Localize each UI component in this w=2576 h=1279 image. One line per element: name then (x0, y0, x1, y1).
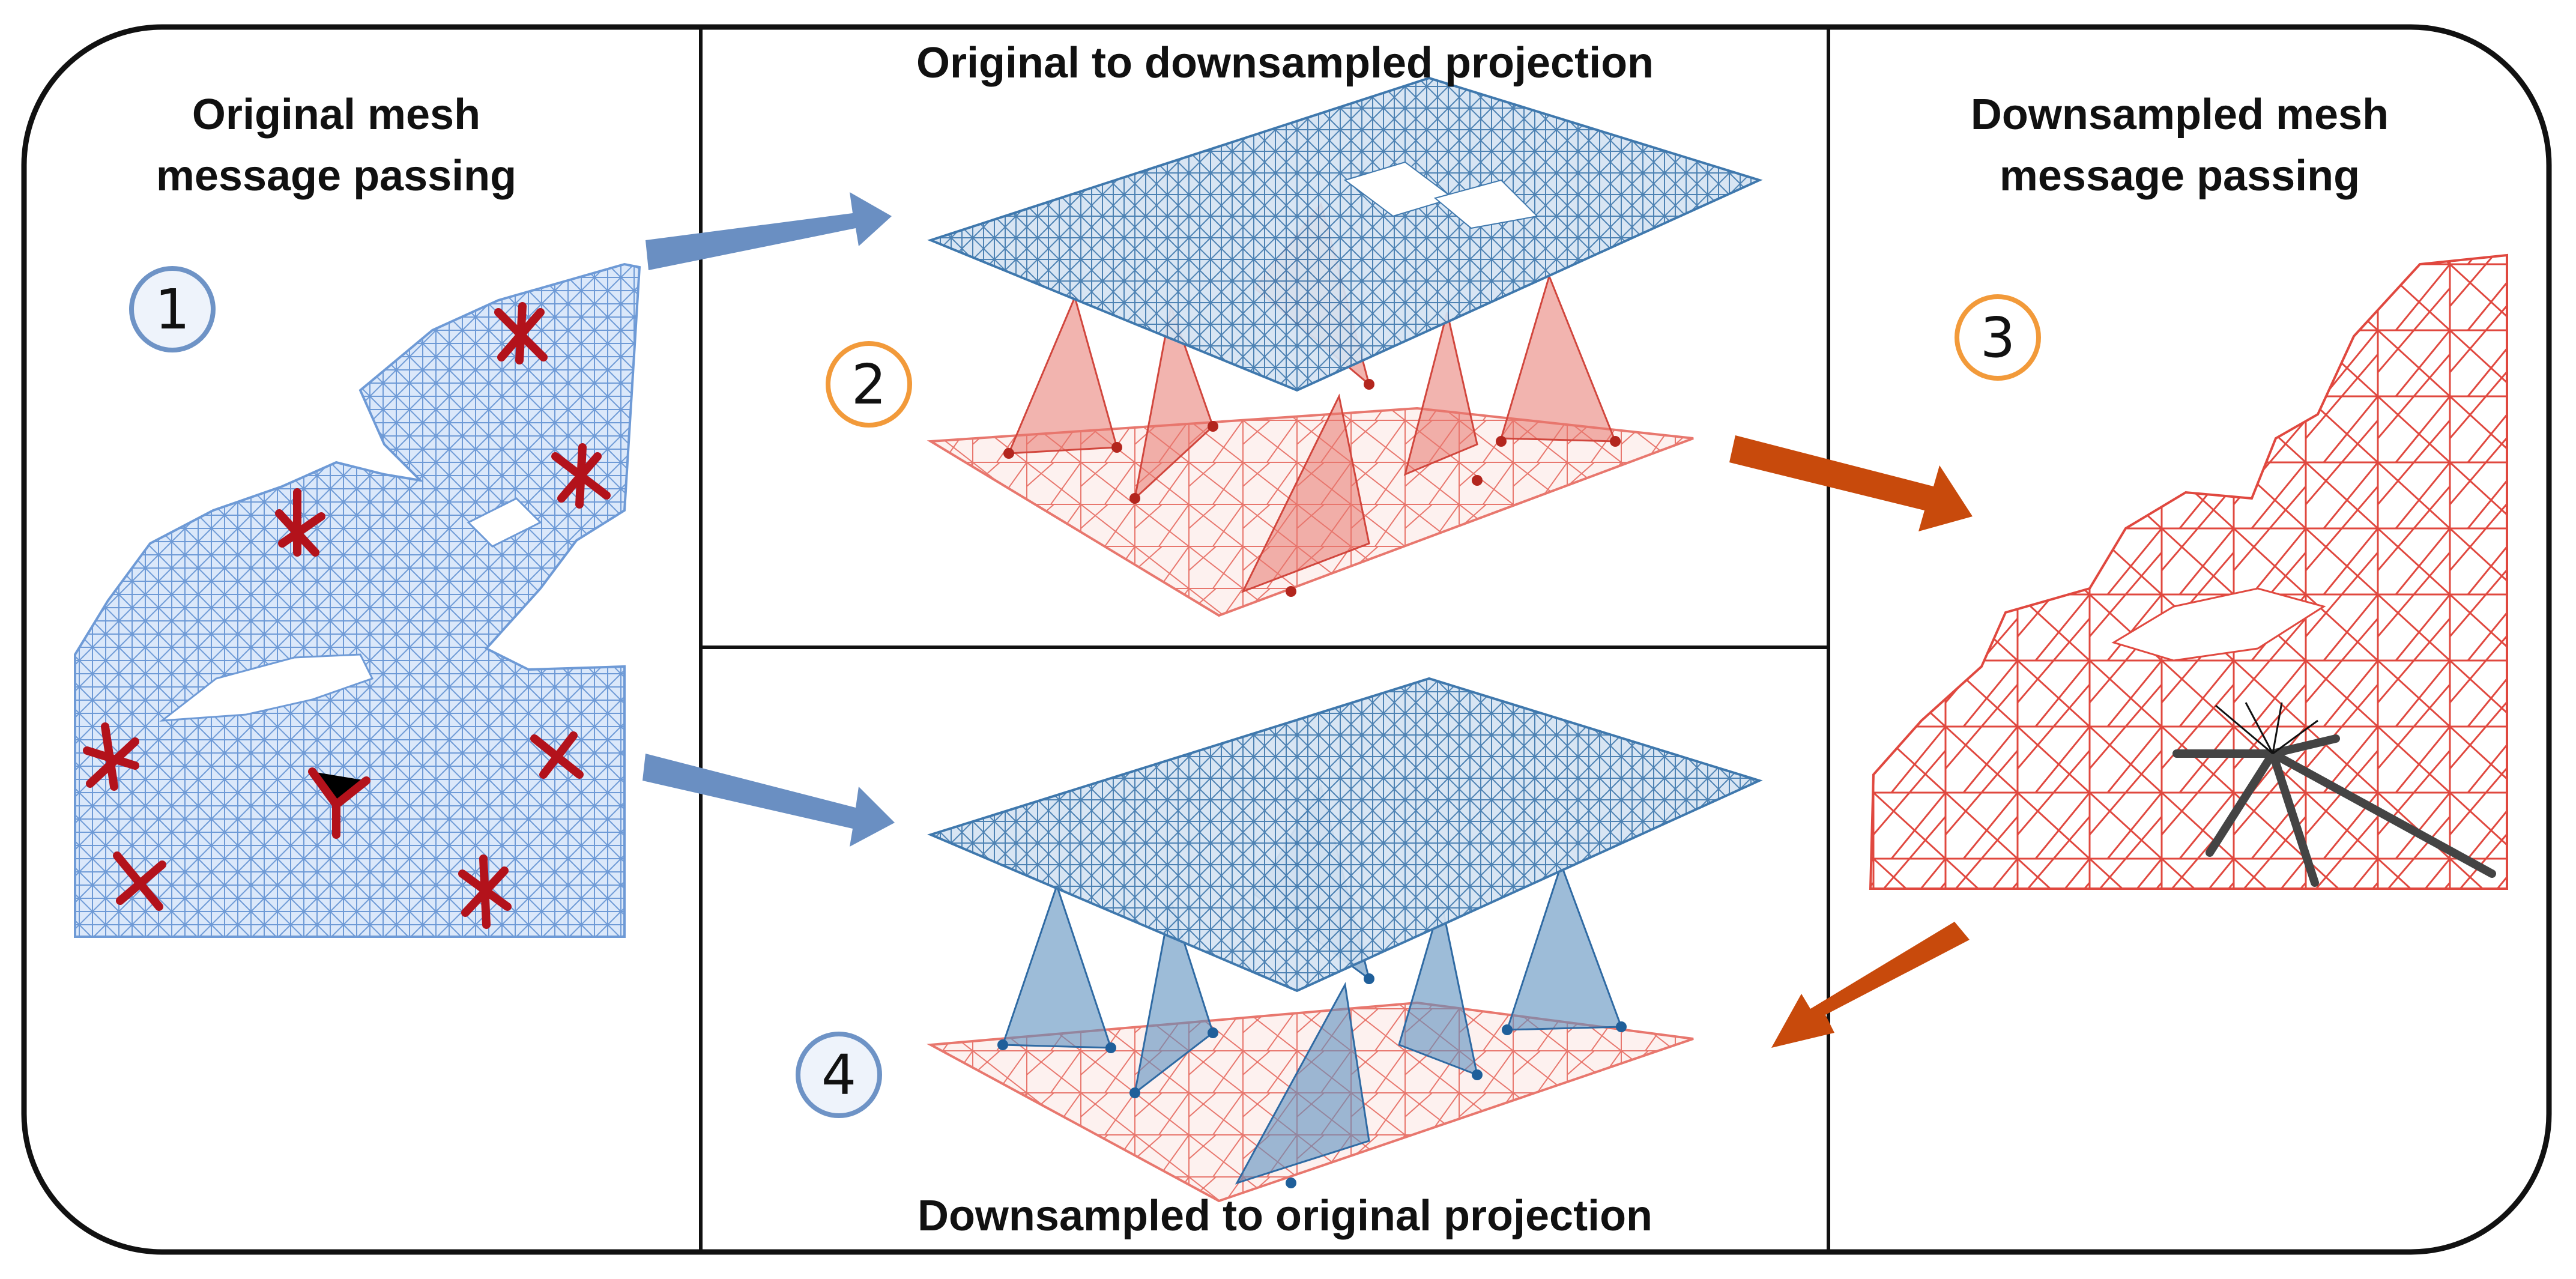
step-1-badge: 1 (129, 266, 216, 352)
projection-original-to-downsampled (927, 76, 1763, 617)
step-2-badge: 2 (826, 341, 912, 428)
blue-arrow-right-icon (646, 192, 892, 270)
panel-4-title: Downsampled to original projection (917, 1192, 1653, 1240)
panel-2-title: Original to downsampled projection (916, 39, 1654, 87)
original-mesh-graphic (74, 262, 641, 938)
orange-arrow-down-left-icon (1771, 922, 1970, 1048)
message-passing-edges (2172, 734, 2496, 887)
edge-markers (83, 302, 611, 929)
projection-downsampled-to-original (927, 677, 1763, 1203)
downsampled-mesh-graphic (1869, 253, 2508, 890)
blue-arrow-right-icon (642, 754, 895, 847)
step-4-badge: 4 (796, 1032, 882, 1118)
panel-3-title: Downsampled mesh message passing (1970, 91, 2389, 200)
orange-arrow-down-right-icon (1729, 435, 1973, 531)
step-3-badge: 3 (1955, 294, 2041, 381)
panel-1-title: Original mesh message passing (156, 91, 517, 200)
